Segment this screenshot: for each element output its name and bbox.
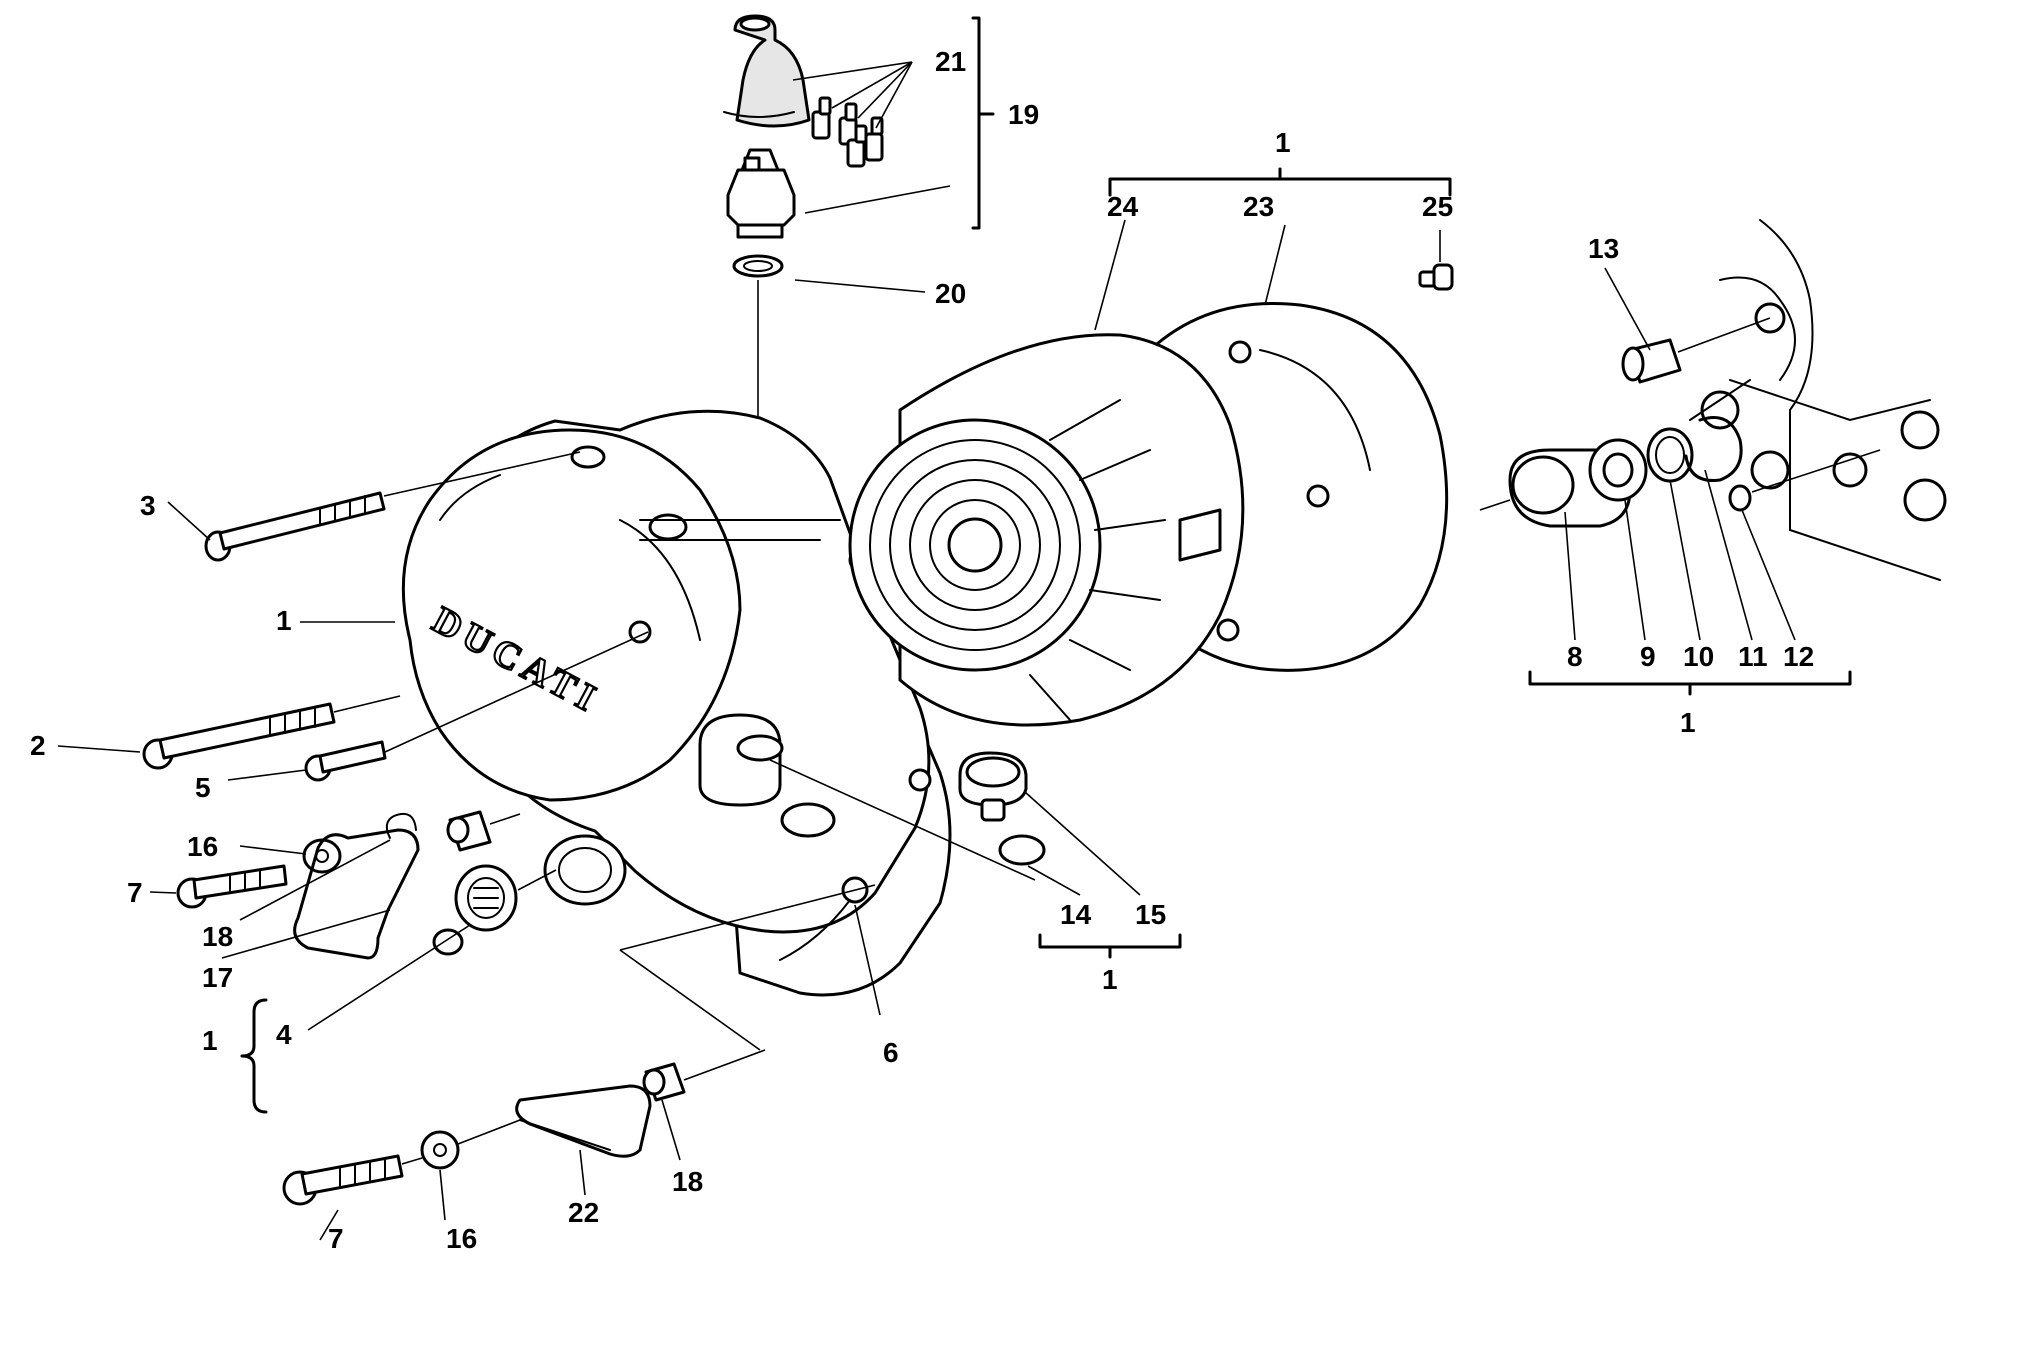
- clutch-pack: [848, 167, 1454, 727]
- bolt-upper-left: [176, 864, 288, 909]
- callout-14: 14: [1060, 899, 1092, 930]
- callout-8: 8: [1567, 641, 1583, 672]
- callout-1-left: 1: [202, 1025, 218, 1056]
- temperature-sensor: [726, 148, 796, 239]
- callout-25: 25: [1422, 191, 1453, 222]
- callout-19: 19: [1008, 99, 1039, 130]
- callout-13: 13: [1588, 233, 1619, 264]
- callout-9: 9: [1640, 641, 1656, 672]
- callout-15: 15: [1135, 899, 1166, 930]
- bolt-bottom: [282, 1154, 404, 1206]
- callout-18-a: 18: [202, 921, 233, 952]
- small-screw: [1418, 263, 1454, 291]
- callout-2: 2: [30, 730, 46, 761]
- oil-filler-plug: [769, 751, 1182, 959]
- left-lower-fittings: [149, 810, 557, 1114]
- callout-3: 3: [140, 490, 156, 521]
- callout-10: 10: [1683, 641, 1714, 672]
- callout-labels: 21 19 20 1 24 23 25 13 3 1 2 5 8 9 10 11…: [30, 46, 1814, 1254]
- long-bolt-lower: [142, 702, 336, 770]
- callout-17: 17: [202, 962, 233, 993]
- callout-7-a: 7: [127, 877, 143, 908]
- callout-22: 22: [568, 1197, 599, 1228]
- connector-terminals: [811, 96, 884, 168]
- callout-16-b: 16: [446, 1223, 477, 1254]
- callout-4: 4: [276, 1019, 292, 1050]
- clutch-cover: DUCATI: [401, 409, 952, 997]
- callout-1-main: 1: [276, 605, 292, 636]
- callout-20: 20: [935, 278, 966, 309]
- callout-5: 5: [195, 772, 211, 803]
- callout-16-a: 16: [187, 831, 218, 862]
- callout-11: 11: [1738, 641, 1768, 672]
- sealing-washer: [732, 254, 784, 278]
- callout-21: 21: [935, 46, 966, 77]
- callout-1-mid: 1: [1102, 964, 1118, 995]
- callout-7-b: 7: [328, 1223, 344, 1254]
- callout-23: 23: [1243, 191, 1274, 222]
- cover-bolts: [57, 451, 649, 782]
- bottom-fittings: [282, 884, 881, 1241]
- short-bolt: [304, 740, 387, 782]
- callout-18-b: 18: [672, 1166, 703, 1197]
- callout-12: 12: [1783, 641, 1814, 672]
- callout-6: 6: [883, 1037, 899, 1068]
- callout-1-right: 1: [1680, 707, 1696, 738]
- callout-1-top: 1: [1275, 127, 1291, 158]
- right-shaft-group: [1479, 219, 1947, 696]
- long-bolt-upper: [204, 491, 386, 562]
- callout-24: 24: [1107, 191, 1139, 222]
- sensor-group: [723, 14, 995, 740]
- rubber-boot: [723, 14, 811, 128]
